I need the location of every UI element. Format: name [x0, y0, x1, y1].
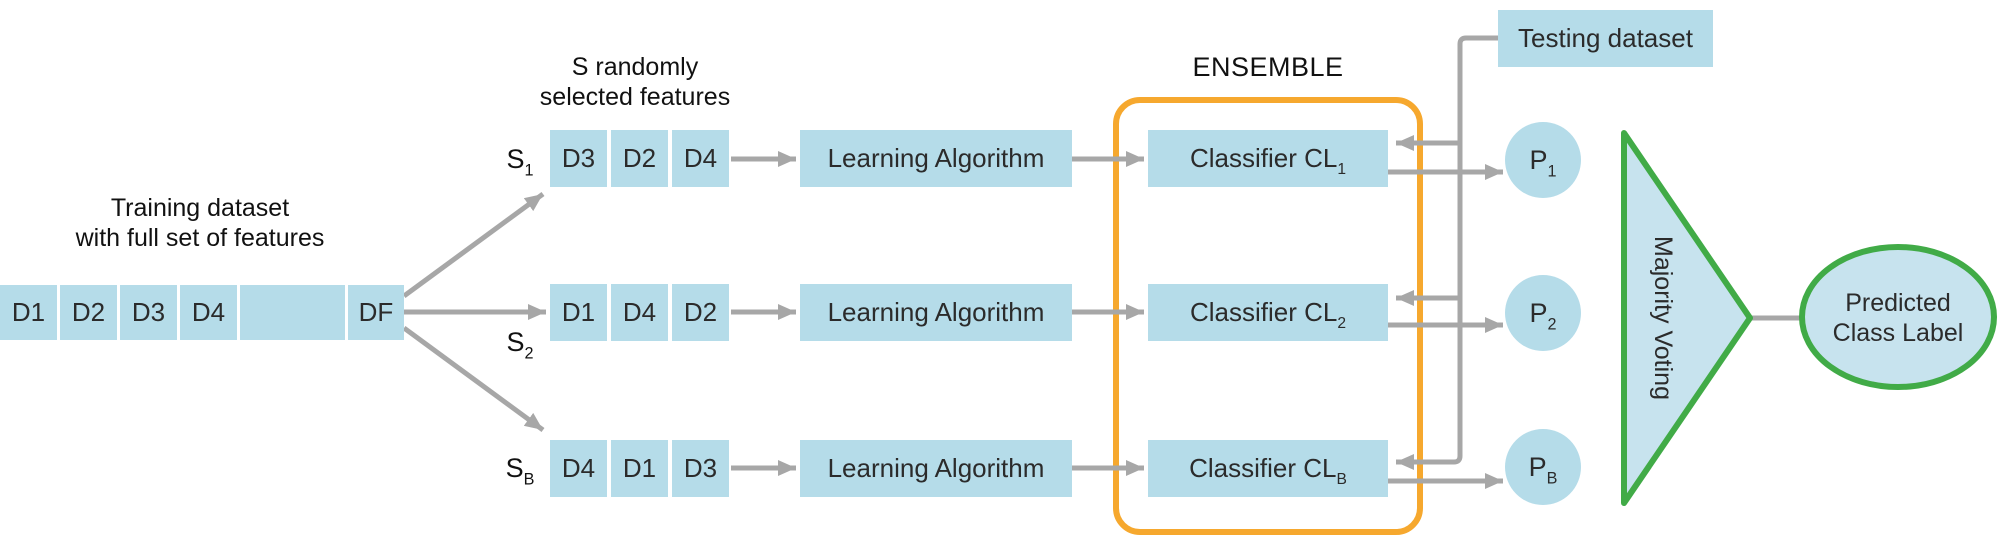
- feature-cell: D2: [672, 284, 729, 341]
- training-cell-label: D4: [191, 297, 226, 327]
- training-cell-d1: D1: [0, 285, 57, 340]
- feature-cell: D2: [611, 130, 668, 187]
- majority-voting-triangle: [1621, 130, 1753, 506]
- classifier-base: Classifier CL: [1189, 297, 1338, 327]
- training-cell-d4: D4: [180, 285, 237, 340]
- classifier-sub: B: [1336, 471, 1347, 489]
- subset-base: S: [505, 453, 524, 483]
- arrow-df-to-sb: [402, 325, 545, 433]
- subset-label-s1: S1: [498, 141, 542, 180]
- training-cell-label: D3: [131, 297, 166, 327]
- classifier-base: Classifier CL: [1189, 453, 1337, 483]
- training-cell-d3: D3: [120, 285, 177, 340]
- training-cell-df: DF: [348, 285, 404, 340]
- testing-dataset-label: Testing dataset: [1518, 23, 1693, 53]
- subset-sub: B: [523, 470, 535, 489]
- learning-algorithm-box-2: Learning Algorithm: [800, 284, 1072, 341]
- feature-label: D4: [561, 453, 596, 483]
- feature-cell: D3: [672, 440, 729, 497]
- training-cell-label: D2: [71, 297, 106, 327]
- prediction-sub: 2: [1547, 314, 1557, 333]
- feature-cell: D3: [550, 130, 607, 187]
- prediction-base: P: [1529, 144, 1548, 175]
- feature-label: D4: [622, 297, 657, 327]
- training-cell-blank: [240, 285, 345, 340]
- classifier-label: Classifier CLB: [1189, 453, 1347, 487]
- feature-cell: D1: [611, 440, 668, 497]
- feature-cell: D4: [611, 284, 668, 341]
- subset-base: S: [506, 144, 525, 174]
- testing-dataset-box: Testing dataset: [1498, 10, 1713, 67]
- arrow-df-to-s1: [402, 191, 545, 299]
- feature-label: D3: [683, 453, 718, 483]
- prediction-circle-pb: PB: [1505, 429, 1581, 505]
- prediction-base: P: [1529, 297, 1548, 328]
- subset-label-sb: SB: [498, 450, 542, 489]
- subset-sub: 1: [524, 161, 534, 180]
- feature-label: D4: [683, 143, 718, 173]
- classifier-label: Classifier CL1: [1189, 143, 1346, 177]
- learning-algorithm-box-b: Learning Algorithm: [800, 440, 1072, 497]
- feature-label: D2: [622, 143, 657, 173]
- training-cell-label: D1: [11, 297, 46, 327]
- training-cell-label: DF: [358, 297, 394, 327]
- classifier-label: Classifier CL2: [1189, 297, 1346, 331]
- feature-cell: D1: [550, 284, 607, 341]
- classifier-base: Classifier CL: [1189, 143, 1338, 173]
- prediction-sub: B: [1546, 468, 1558, 487]
- prediction-base: P: [1528, 451, 1547, 482]
- learning-algorithm-label: Learning Algorithm: [827, 297, 1045, 327]
- learning-algorithm-box-1: Learning Algorithm: [800, 130, 1072, 187]
- classifier-box-b: Classifier CLB: [1148, 440, 1388, 497]
- training-dataset-title: Training dataset with full set of featur…: [75, 194, 325, 252]
- feature-label: D1: [622, 453, 657, 483]
- feature-label: D1: [561, 297, 596, 327]
- ensemble-frame: [1113, 97, 1423, 535]
- prediction-label: PB: [1528, 451, 1558, 486]
- learning-algorithm-label: Learning Algorithm: [827, 143, 1045, 173]
- prediction-label: P2: [1529, 297, 1556, 332]
- predicted-class-ellipse: [1799, 244, 1997, 390]
- classifier-sub: 1: [1337, 161, 1347, 179]
- subset-label-s2: S2: [498, 324, 542, 363]
- learning-algorithm-label: Learning Algorithm: [827, 453, 1045, 483]
- majority-voting-label: Majority Voting: [1649, 236, 1677, 400]
- feature-label: D2: [683, 297, 718, 327]
- prediction-label: P1: [1529, 144, 1556, 179]
- testing-dataset-feed-line: [1396, 35, 1499, 470]
- subset-sub: 2: [524, 344, 534, 363]
- prediction-circle-p2: P2: [1505, 275, 1581, 351]
- classifier-sub: 2: [1337, 315, 1347, 333]
- selected-features-title: S randomly selected features: [539, 53, 731, 111]
- training-cell-d2: D2: [60, 285, 117, 340]
- prediction-circle-p1: P1: [1505, 122, 1581, 198]
- feature-cell: D4: [550, 440, 607, 497]
- classifier-box-1: Classifier CL1: [1148, 130, 1388, 187]
- ensemble-title: ENSEMBLE: [1192, 52, 1344, 82]
- classifier-box-2: Classifier CL2: [1148, 284, 1388, 341]
- subset-base: S: [506, 327, 525, 357]
- predicted-class-label: Predicted Class Label: [1832, 289, 1964, 347]
- prediction-sub: 1: [1547, 161, 1557, 180]
- feature-cell: D4: [672, 130, 729, 187]
- feature-label: D3: [561, 143, 596, 173]
